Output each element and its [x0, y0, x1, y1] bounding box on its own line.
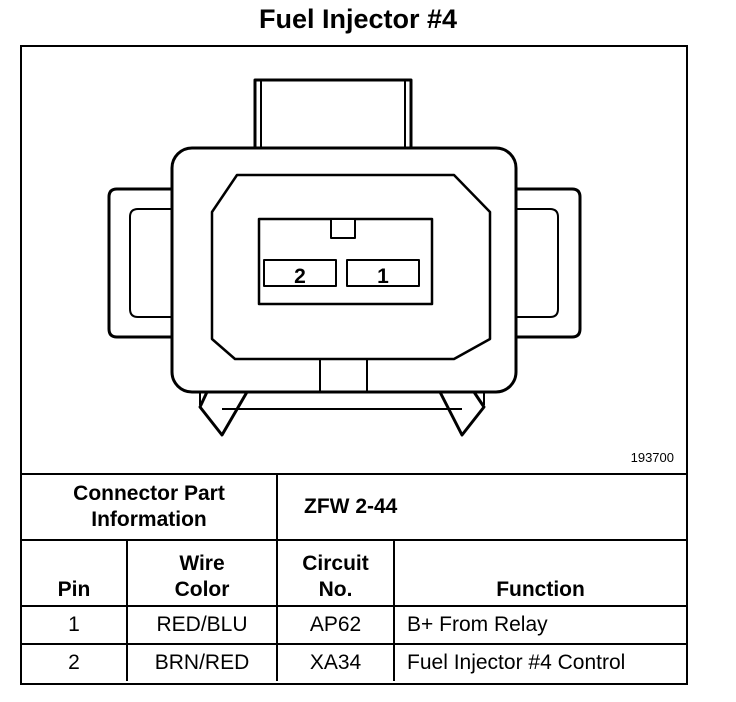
cavity-label-2: 2	[294, 265, 306, 288]
header-pin: Pin	[22, 539, 128, 607]
key-notch	[330, 218, 356, 239]
circuit-cell: AP62	[276, 605, 396, 645]
table-row: 1 RED/BLU AP62 B+ From Relay	[22, 605, 687, 645]
cavity-2	[263, 259, 337, 287]
table-header-row: Pin Wire Color Circuit No. Function	[22, 539, 687, 607]
diagram-title: Fuel Injector #4	[258, 4, 458, 34]
wire-color-cell: RED/BLU	[125, 605, 279, 645]
pin-cell: 1	[22, 605, 128, 645]
part-info-row: Connector Part Information ZFW 2-44	[22, 475, 687, 541]
cavity-1	[346, 259, 420, 287]
pin-cell: 2	[22, 643, 128, 681]
part-info-value: ZFW 2-44	[276, 475, 687, 541]
figure-number: 193700	[630, 450, 674, 465]
circuit-cell: XA34	[276, 643, 396, 681]
top-lock-tab	[253, 78, 413, 152]
function-cell: B+ From Relay	[393, 605, 687, 645]
header-function: Function	[393, 539, 687, 607]
function-cell: Fuel Injector #4 Control	[393, 643, 687, 681]
header-circuit: Circuit No.	[276, 539, 396, 607]
part-info-label: Connector Part Information	[22, 475, 279, 541]
connector-face-illustration: 2 1	[107, 78, 582, 437]
connector-info-table: Connector Part Information ZFW 2-44 Pin …	[22, 475, 687, 681]
connector-drawing: 2 1 193700	[22, 47, 686, 475]
diagram-frame: 2 1 193700 Connector Part Information ZF…	[20, 45, 688, 685]
left-foot	[198, 390, 249, 437]
table-row: 2 BRN/RED XA34 Fuel Injector #4 Control	[22, 643, 687, 681]
cavity-label-1: 1	[377, 265, 389, 288]
right-foot	[438, 390, 486, 437]
header-wire-color: Wire Color	[125, 539, 279, 607]
wire-color-cell: BRN/RED	[125, 643, 279, 681]
